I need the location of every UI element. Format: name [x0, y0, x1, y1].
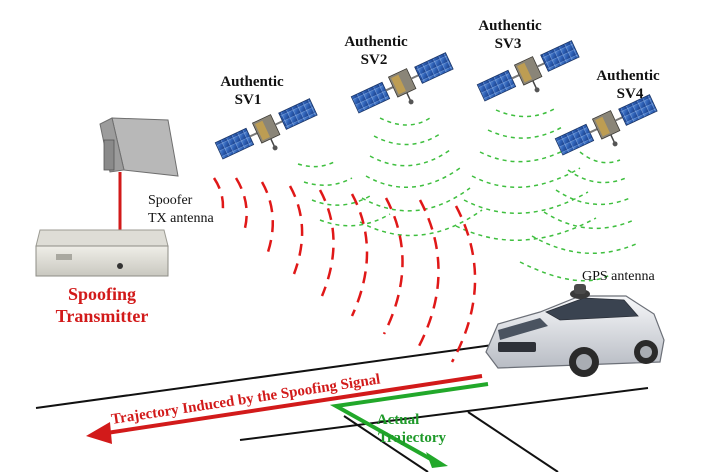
spoofer-antenna: Spoofer TX antenna: [99, 117, 214, 266]
spoofer-label-line1: Spoofer: [148, 193, 193, 208]
transmitter-box-icon: [35, 229, 169, 277]
satellite-sv2: Authentic SV2: [344, 34, 461, 128]
sv2-label-line2: SV2: [361, 52, 388, 68]
road-edge-bottom: [239, 387, 649, 441]
car-icon: [485, 295, 665, 377]
gps-antenna-icon: [570, 284, 590, 299]
sv3-label-line2: SV3: [495, 36, 522, 52]
arrow-head-icon: [86, 422, 112, 444]
spoofed-trajectory-line: [99, 374, 483, 436]
car: GPS antenna: [485, 269, 665, 377]
road-branch-right: [467, 411, 559, 472]
spoofing-transmitter: Spoofing Transmitter: [35, 229, 169, 326]
satellite-icon: [213, 95, 325, 174]
sv4-label-line2: SV4: [617, 86, 644, 102]
actual-trajectory-label-line1: Actual: [377, 412, 420, 428]
actual-trajectory-line: [329, 382, 489, 464]
sv4-label-line1: Authentic: [596, 68, 660, 84]
authentic-signals: [297, 107, 637, 282]
satellite-sv4: Authentic SV4: [553, 68, 665, 170]
sv2-label-line1: Authentic: [344, 34, 408, 50]
spoofer-label-line2: TX antenna: [148, 211, 214, 226]
satellite-icon: [553, 91, 665, 170]
satellite-icon: [475, 37, 587, 116]
spoofing-signals: [212, 177, 477, 363]
gps-antenna-label: GPS antenna: [582, 269, 656, 284]
arrow-head-icon: [426, 452, 448, 468]
road: [35, 343, 649, 472]
sv3-label-line1: Authentic: [478, 18, 542, 34]
transmitter-label-line2: Transmitter: [56, 306, 149, 326]
actual-trajectory-label-line2: Trajectory: [378, 430, 447, 446]
road-branch-left: [343, 415, 429, 472]
satellite-sv3: Authentic SV3: [475, 18, 587, 116]
antenna-icon: [99, 117, 179, 177]
satellite-sv1: Authentic SV1: [213, 74, 325, 174]
actual-trajectory: Actual Trajectory: [329, 382, 489, 468]
sv1-label-line1: Authentic: [220, 74, 284, 90]
transmitter-label-line1: Spoofing: [68, 284, 136, 304]
sv1-label-line2: SV1: [235, 92, 262, 108]
road-edge-top: [35, 343, 501, 409]
